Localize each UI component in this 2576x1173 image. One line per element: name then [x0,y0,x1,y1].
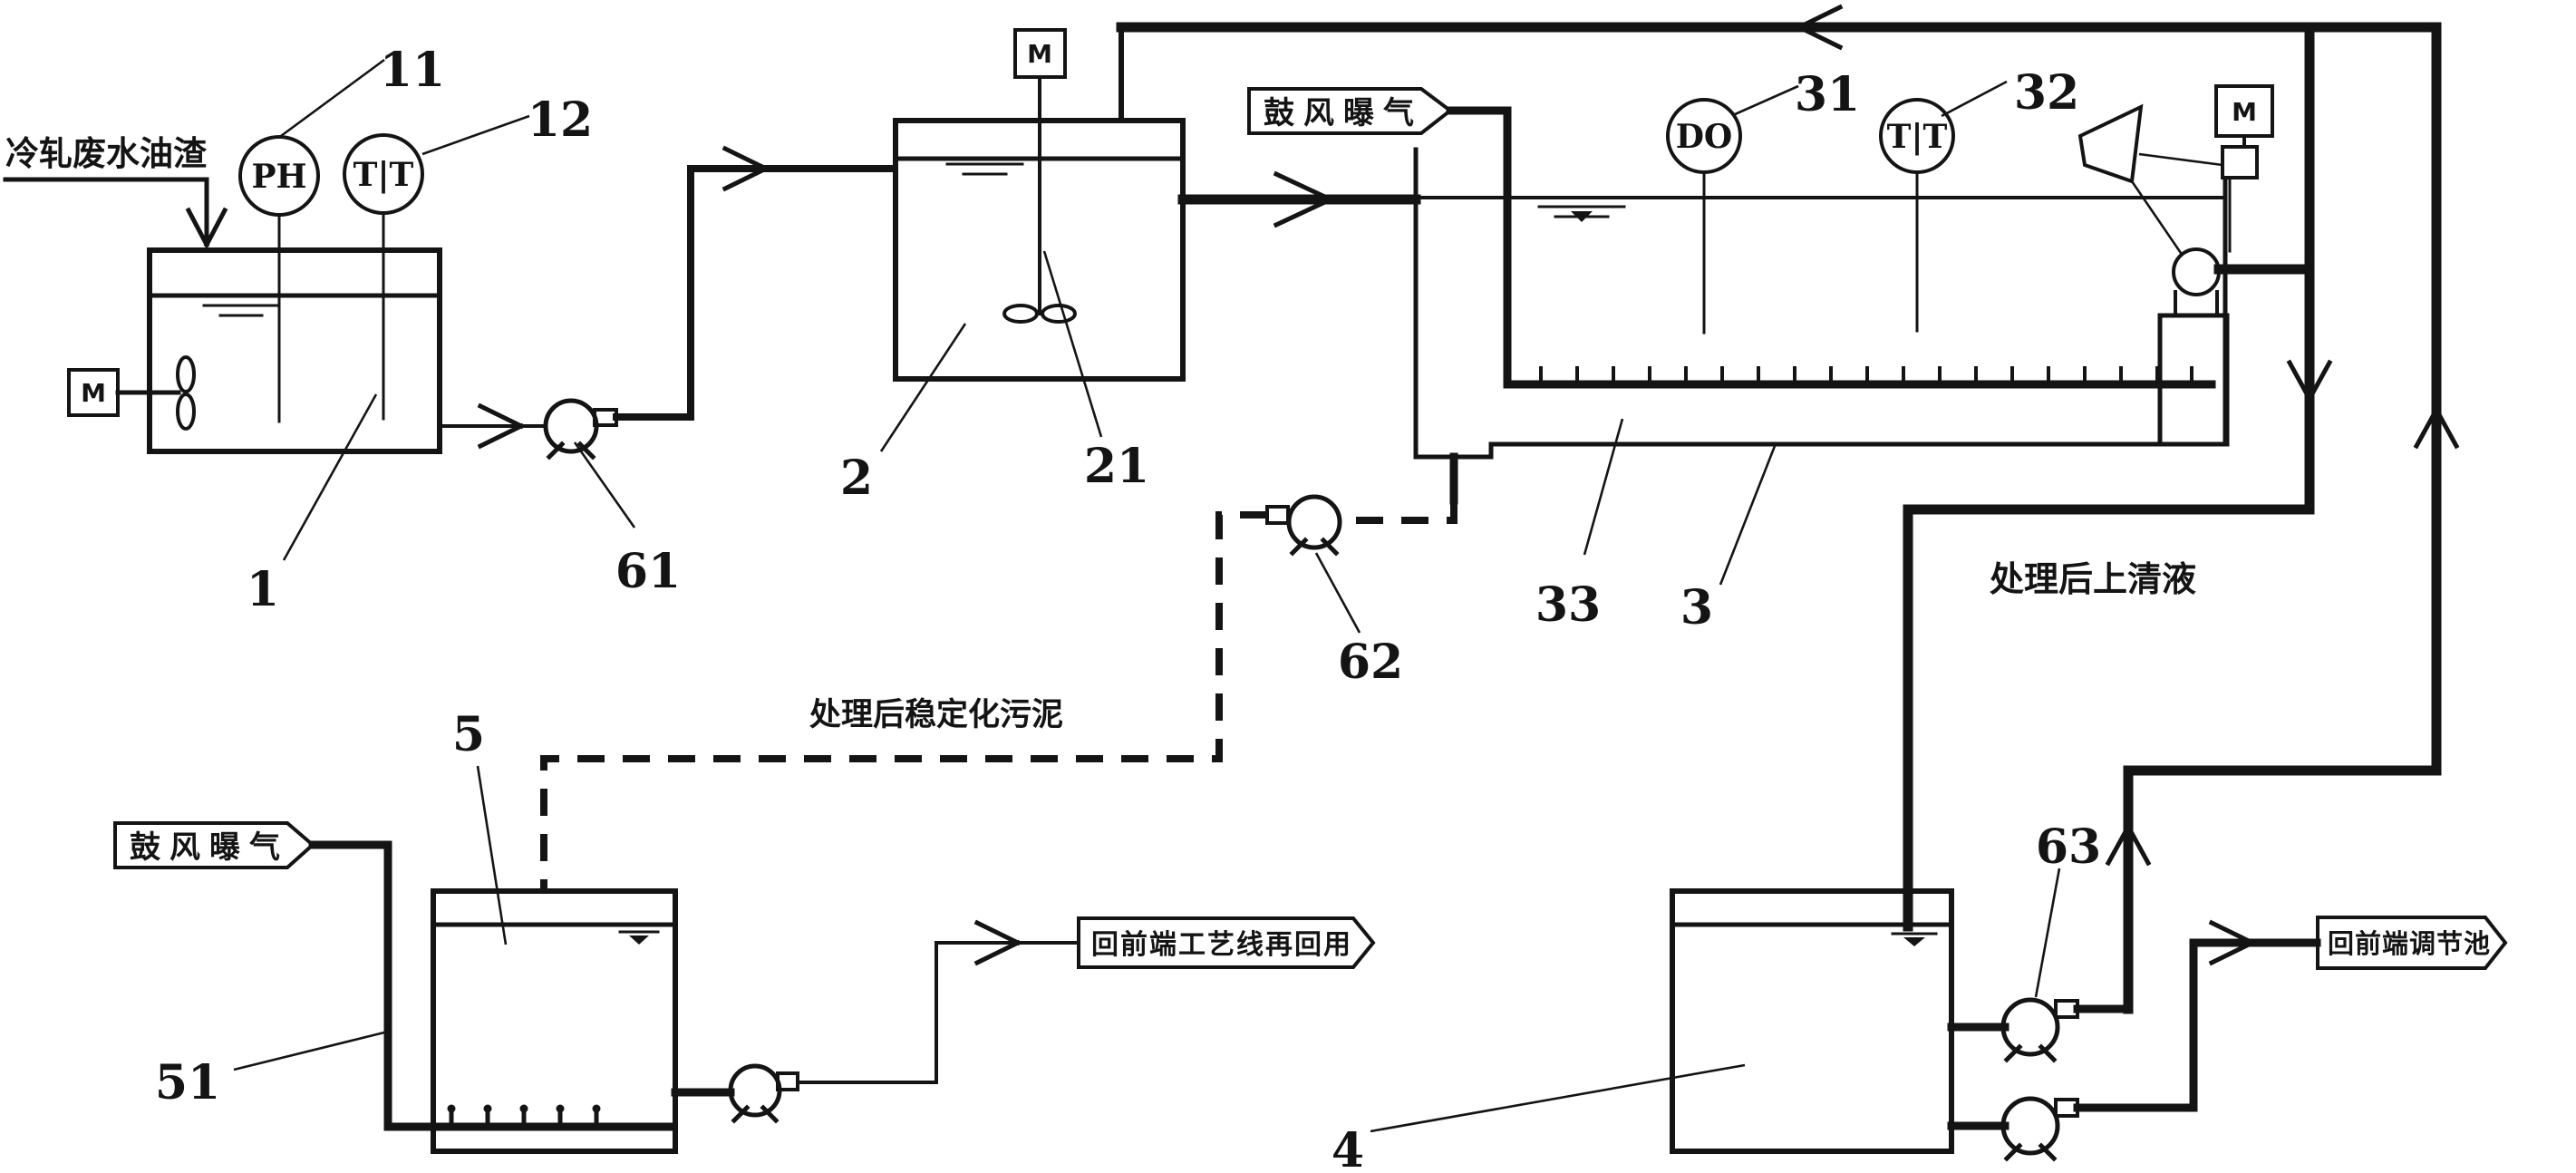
svg-text:62: 62 [1338,635,1403,690]
svg-text:鼓风曝气: 鼓风曝气 [1264,95,1423,131]
pump-64 [1947,919,2321,1162]
svg-text:5: 5 [452,707,485,762]
impeller-icon [176,355,196,431]
banner-aeration-bottom: 鼓风曝气 [113,821,673,1131]
ref-62: 62 [1314,552,1403,690]
svg-text:M: M [1027,39,1052,69]
ref-32: 32 [1941,65,2079,121]
svg-text:M: M [81,378,106,408]
svg-text:T|T: T|T [1887,118,1948,156]
arrow-right-icon [1273,170,1334,228]
ref-31: 31 [1732,67,1860,122]
arrow-left-icon [1796,4,1844,51]
ref-4: 4 [1332,1063,1746,1173]
pump-61 [438,145,897,460]
ref-61: 61 [573,441,681,599]
svg-text:4: 4 [1332,1123,1364,1173]
aeration-tank-3: DO T|T M [1413,84,2274,460]
storage-tank-4 [1670,888,1954,1154]
ref-21: 21 [1042,250,1149,494]
ph-meter: PH [238,135,320,423]
ref-1: 1 [247,393,378,617]
tank-2: M [893,28,1186,382]
inlet-label: 冷轧废水油渣 [5,134,208,173]
pump-5-outlet [671,919,1077,1124]
svg-text:63: 63 [2036,819,2101,875]
svg-text:32: 32 [2014,65,2079,121]
arrow-right-icon [477,402,525,450]
water-level-icon [202,304,280,317]
tit-meter-1: T|T [343,133,424,421]
svg-text:M: M [2232,97,2257,127]
do-meter: DO [1666,98,1742,334]
water-level-icon [618,930,660,945]
inlet-stream: 冷轧废水油渣 [3,134,228,248]
banner-reuse: 回前端工艺线再回用 [1077,916,1376,969]
ref-3: 3 [1680,445,1777,635]
svg-text:33: 33 [1535,577,1601,633]
arrow-right-icon [721,145,770,192]
ref-51: 51 [155,1030,389,1110]
svg-text:61: 61 [615,544,681,599]
clarifier-unit: M [2077,84,2274,447]
svg-text:DO: DO [1676,118,1733,156]
scum-hopper-icon [2077,103,2223,257]
arrow-down-icon [2286,359,2333,402]
svg-text:21: 21 [1084,439,1149,494]
ref-12: 12 [421,92,593,156]
pump-63 [1947,997,2133,1063]
ref-2: 2 [840,323,967,506]
ref-11: 11 [280,43,445,138]
pipe-tank2-tank3 [1177,170,1421,228]
svg-text:3: 3 [1680,580,1713,635]
label-sludge: 处理后稳定化污泥 [809,697,1063,733]
arrow-down-icon [185,207,228,248]
arrow-up-icon [2105,823,2152,867]
svg-text:回前端工艺线再回用: 回前端工艺线再回用 [1091,929,1352,961]
return-loop-pipes [1116,4,2460,1014]
svg-text:PH: PH [251,158,306,196]
water-level-icon [1891,932,1938,946]
water-level-icon [945,162,1024,176]
banner-regulating: 回前端调节池 [2316,916,2508,970]
ref-33: 33 [1535,418,1624,633]
arrow-up-icon [2413,406,2460,450]
ref-5: 5 [452,707,508,945]
svg-text:51: 51 [155,1055,220,1110]
sludge-tank-5 [431,888,678,1154]
sludge-line [540,452,1458,893]
ref-63: 63 [2034,819,2101,998]
impeller-icon [1002,304,1077,324]
diffusers-icon [447,1104,601,1129]
tank-1: M PH T|T [67,133,442,454]
motor-2: M [1002,28,1077,324]
svg-text:1: 1 [247,562,279,617]
svg-text:31: 31 [1795,67,1860,122]
water-level-icon [1537,205,1626,222]
motor-3: M [2214,84,2274,179]
svg-text:鼓风曝气: 鼓风曝气 [130,829,289,866]
arrow-right-icon [2208,919,2256,966]
svg-text:回前端调节池: 回前端调节池 [2328,928,2491,959]
banner-aeration-top: 鼓风曝气 [1247,87,1512,389]
svg-text:T|T: T|T [353,156,414,194]
pump-62 [1265,494,1342,557]
svg-text:11: 11 [380,43,445,98]
svg-text:2: 2 [840,451,873,506]
label-supernatant: 处理后上清液 [1990,559,2196,599]
motor-1: M [67,355,196,431]
svg-text:12: 12 [528,92,593,148]
tit-meter-2: T|T [1879,98,1955,333]
arrow-right-icon [973,919,1022,966]
